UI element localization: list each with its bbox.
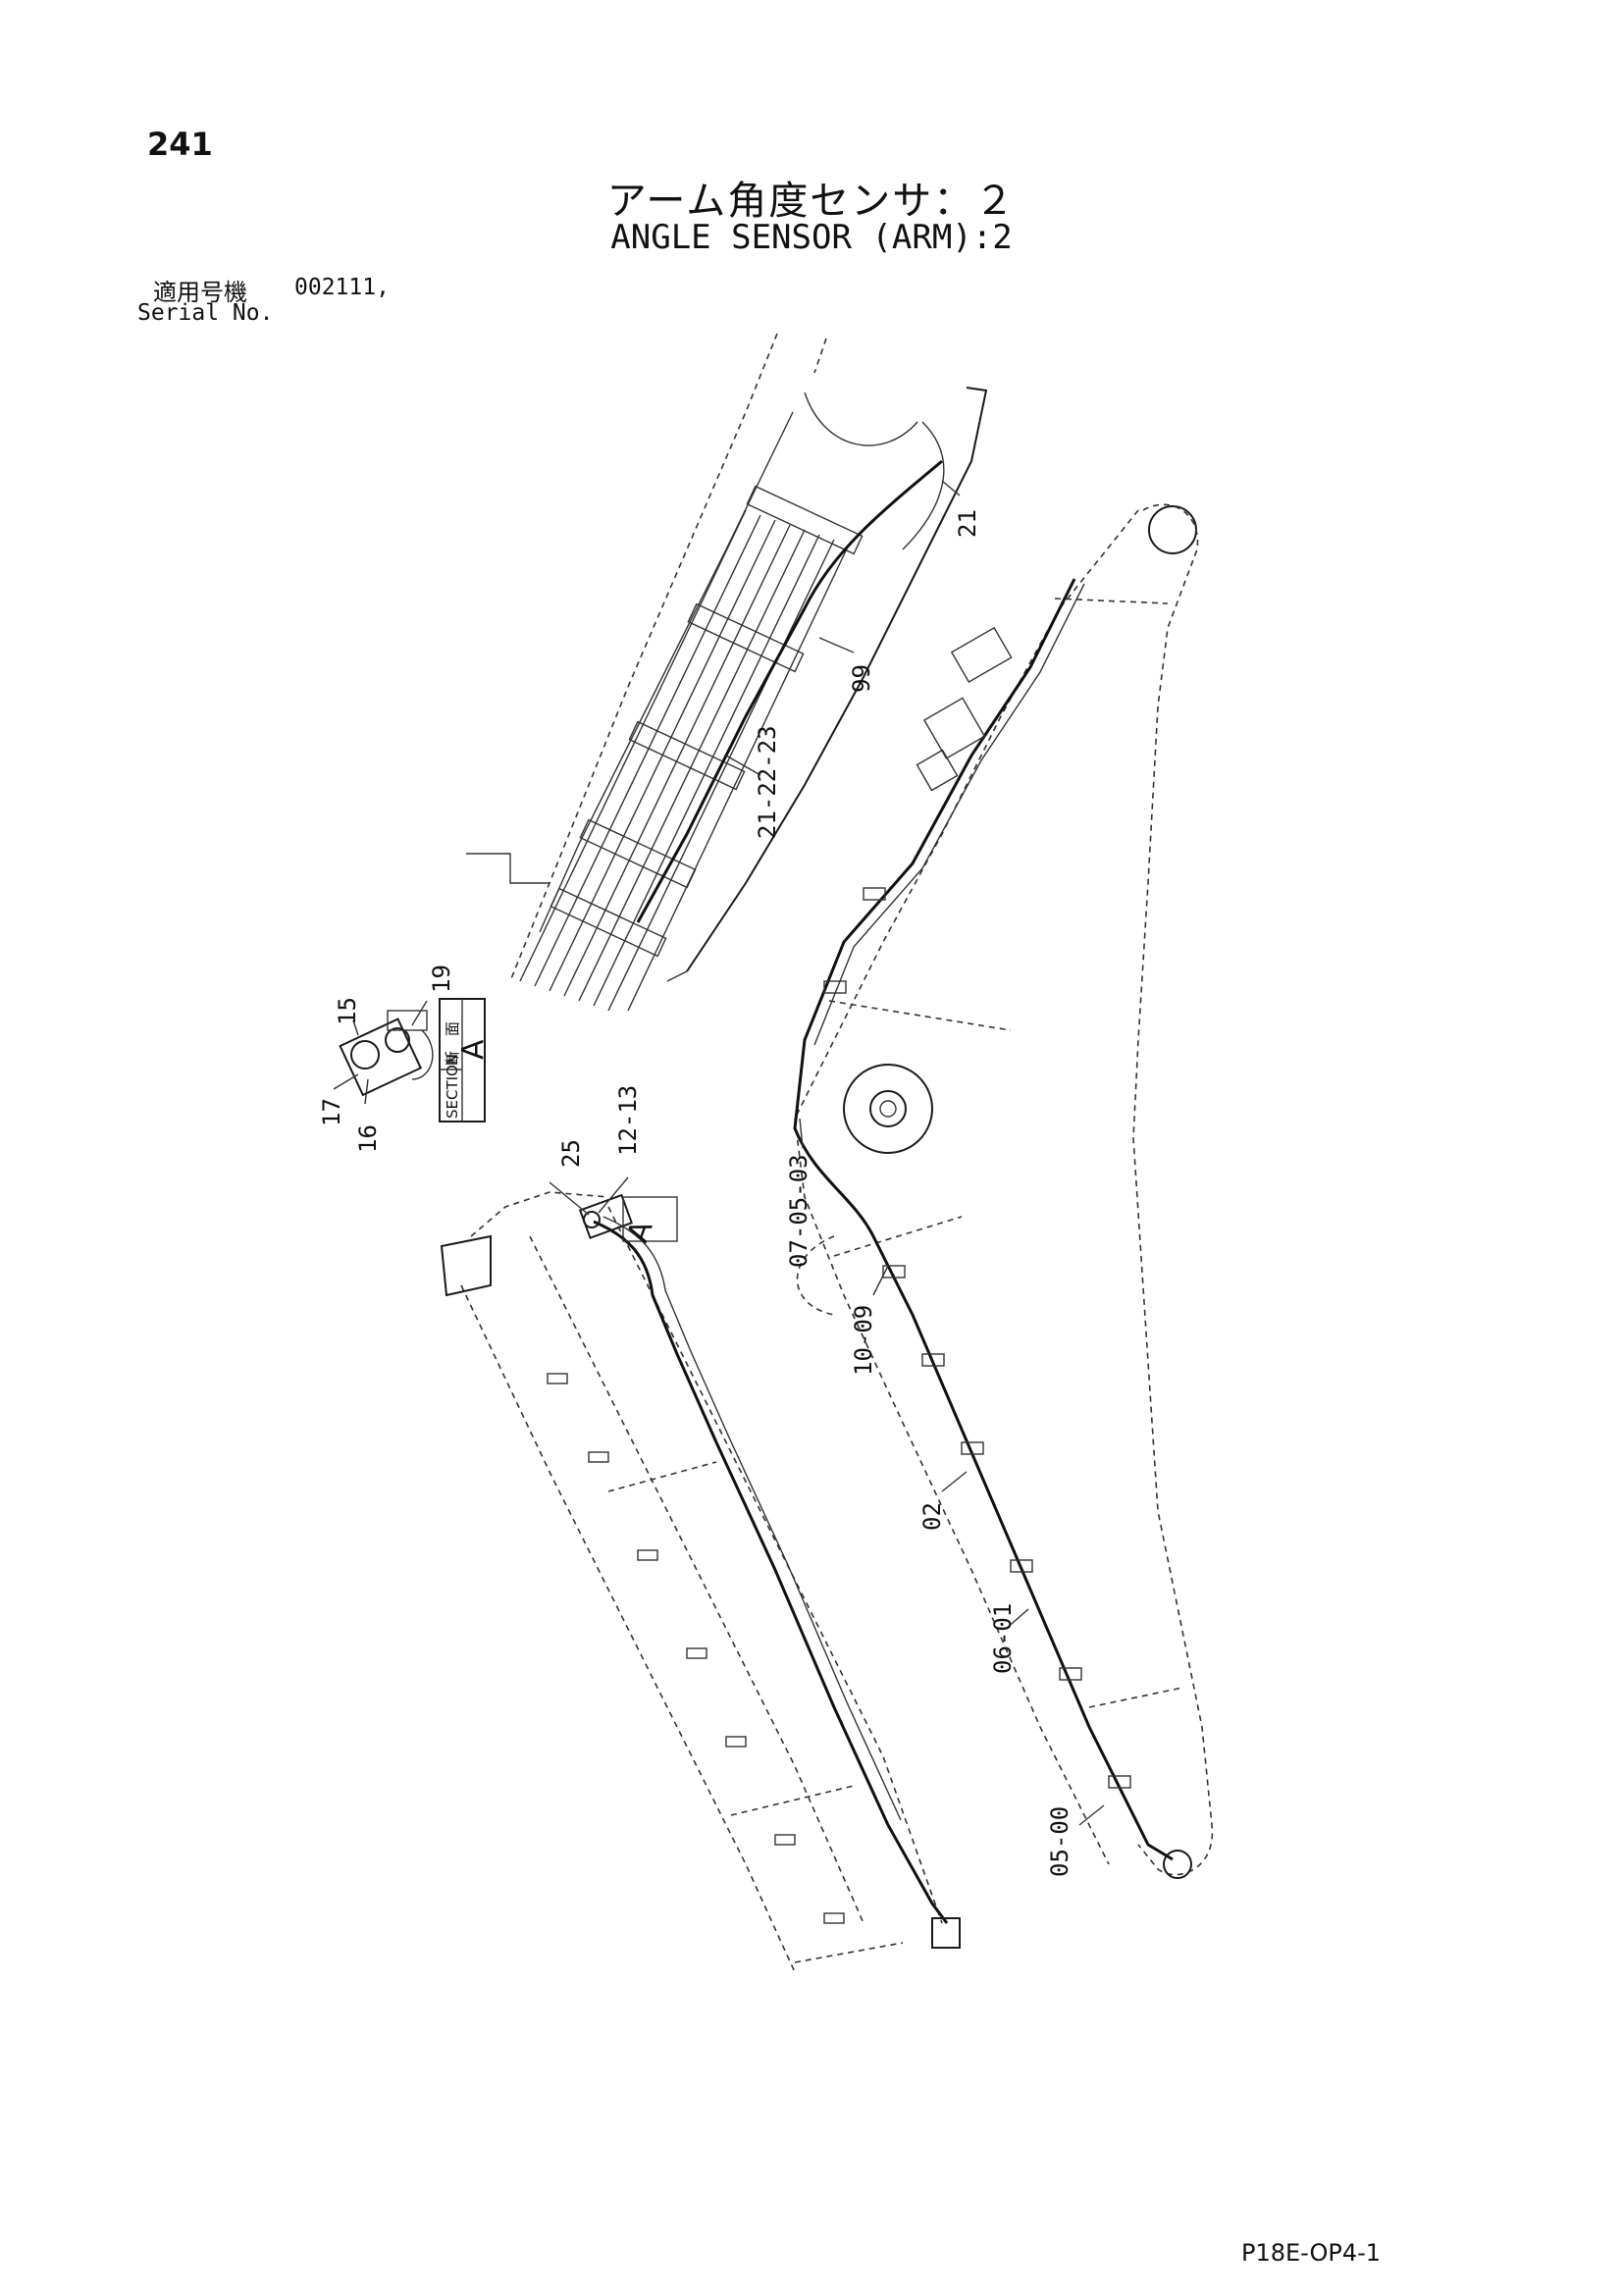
arm-side-view (440, 1176, 961, 1973)
callout-21-top: 21 (954, 509, 981, 538)
section-letter: A (456, 1039, 491, 1060)
callout-15: 15 (334, 997, 361, 1025)
callout-21-22-23: 21-22-23 (754, 725, 781, 839)
serial-number-value: 002111, (294, 275, 390, 300)
section-label-english: SECTION (444, 1054, 461, 1119)
section-label-japanese: 断 面 (444, 1021, 461, 1066)
document-code: P18E-OP4-1 (1241, 2239, 1382, 2267)
page-number: 241 (147, 126, 213, 163)
callout-05-00: 05-00 (1046, 1806, 1073, 1877)
boom-side-view (793, 503, 1214, 1879)
callout-16: 16 (354, 1124, 382, 1153)
callout-07-05-03: 07-05-03 (785, 1154, 812, 1268)
callout-19: 19 (428, 965, 455, 993)
callout-17: 17 (318, 1098, 345, 1126)
callout-10-09: 10-09 (850, 1305, 877, 1376)
callout-12-13: 12-13 (614, 1085, 642, 1156)
upper-detail-view (466, 333, 988, 1012)
page-title-japanese: アーム角度センサ：２ (606, 179, 1017, 224)
callout-99: 99 (848, 664, 875, 693)
section-a-detail (333, 998, 486, 1122)
callout-25: 25 (557, 1139, 585, 1168)
page-title-english: ANGLE SENSOR (ARM):2 (610, 218, 1013, 257)
serial-label-japanese: 適用号機 (153, 279, 247, 306)
serial-label-english: Serial No. (137, 300, 274, 326)
callout-02: 02 (918, 1502, 946, 1531)
callout-06-01: 06-01 (989, 1603, 1017, 1674)
